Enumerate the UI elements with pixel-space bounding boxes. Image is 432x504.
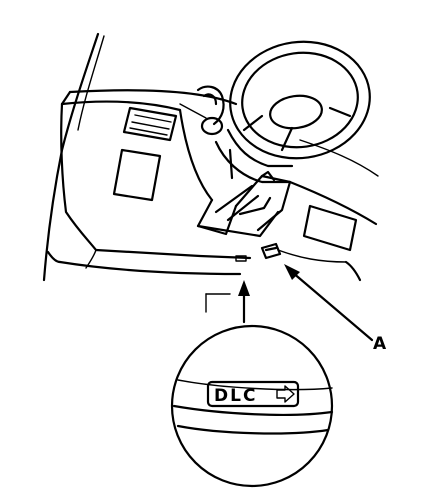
lower-dash-panel [46,102,252,276]
key-cylinder [179,85,225,136]
a-pillar [42,32,105,282]
dlc-label-plate [206,380,300,408]
callout-label-a: A [373,334,387,354]
right-arrow-icon [276,385,295,403]
magnified-detail: DLC [170,324,334,488]
detail-leader-arrow [205,280,250,324]
right-dash-section [277,180,378,282]
steering-column [214,128,294,184]
dlc-label-text: DLC [214,386,257,406]
center-console [196,170,292,238]
dlc-connector [235,242,282,262]
callout-a-leader [284,264,374,342]
steering-wheel [229,40,371,160]
dashboard-top [60,89,379,177]
left-air-vent [122,106,178,142]
